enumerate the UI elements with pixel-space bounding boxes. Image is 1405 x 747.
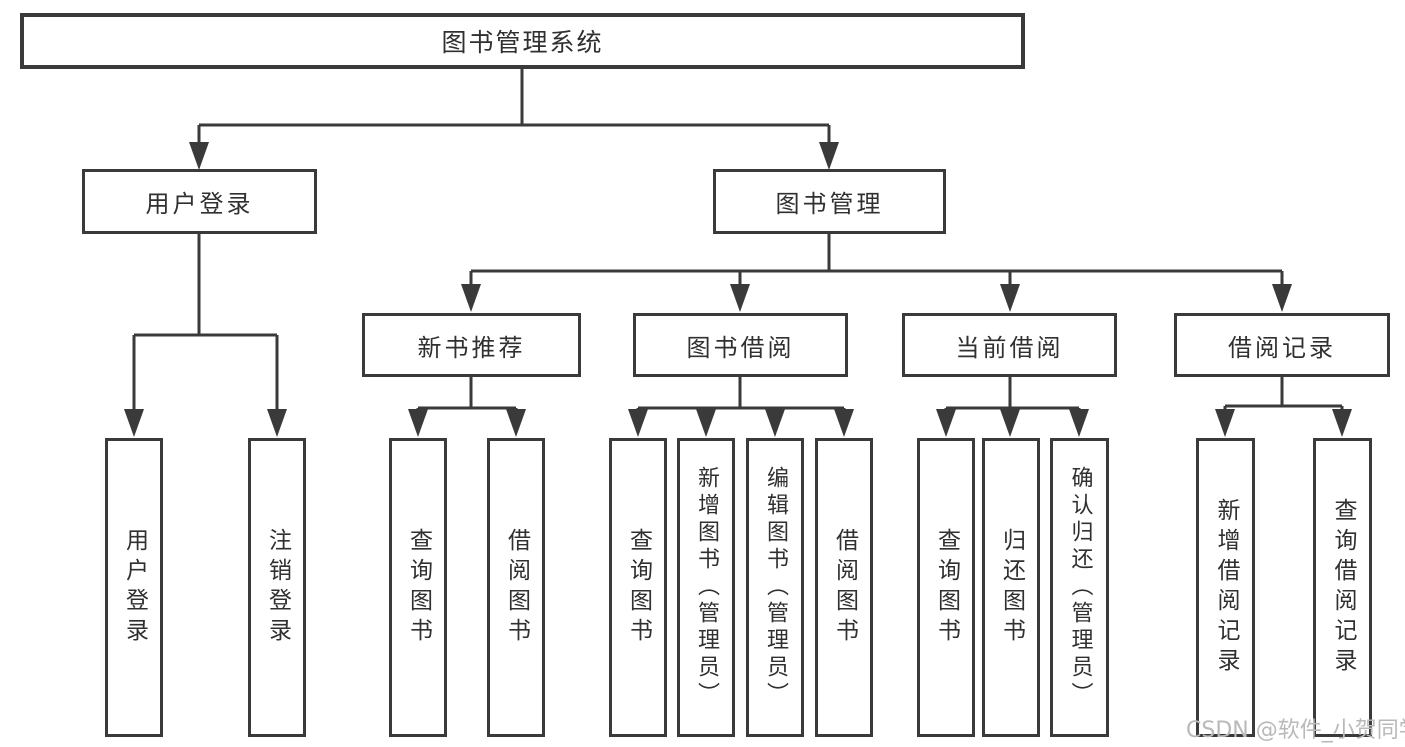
node-label: 编辑图书（管理员）: [763, 466, 788, 709]
node-label: 归还图书: [998, 527, 1025, 648]
node-current-borrow: 当前借阅: [902, 313, 1117, 377]
leaf-borrow-books-recommend: 借阅图书: [487, 438, 545, 737]
node-borrow-records: 借阅记录: [1174, 313, 1390, 377]
node-label: 新增图书（管理员）: [694, 466, 719, 709]
leaf-query-borrow-record: 查询借阅记录: [1313, 438, 1372, 737]
node-label: 借阅记录: [1228, 333, 1336, 362]
leaf-query-books-recommend: 查询图书: [389, 438, 447, 737]
leaf-confirm-return-admin: 确认归还（管理员）: [1050, 438, 1109, 737]
leaf-query-books-borrow: 查询图书: [609, 438, 667, 737]
node-new-book-recommend: 新书推荐: [362, 313, 581, 377]
node-label: 借阅图书: [831, 527, 858, 648]
leaf-query-books-current: 查询图书: [917, 438, 975, 737]
node-user-login: 用户登录: [82, 169, 317, 234]
node-book-borrow: 图书借阅: [633, 313, 848, 377]
node-label: 借阅图书: [503, 527, 530, 648]
leaf-user-login: 用户登录: [105, 438, 163, 737]
node-label: 查询图书: [405, 527, 432, 648]
watermark: CSDN @软件_小贺同学: [1186, 718, 1405, 743]
leaf-add-book-admin: 新增图书（管理员）: [677, 438, 735, 737]
leaf-edit-book-admin: 编辑图书（管理员）: [746, 438, 804, 737]
node-book-management: 图书管理: [713, 169, 946, 234]
leaf-add-borrow-record: 新增借阅记录: [1196, 438, 1255, 737]
node-root-system: 图书管理系统: [20, 13, 1025, 69]
node-label: 用户登录: [145, 190, 254, 218]
node-label: 新增借阅记录: [1213, 497, 1239, 678]
leaf-borrow-books: 借阅图书: [815, 438, 873, 737]
node-label: 确认归还（管理员）: [1067, 466, 1093, 709]
node-label: 新书推荐: [417, 333, 526, 362]
node-label: 查询图书: [933, 527, 960, 648]
node-label: 当前借阅: [955, 333, 1064, 362]
leaf-return-book: 归还图书: [982, 438, 1040, 737]
leaf-logout: 注销登录: [248, 438, 306, 737]
node-label: 查询借阅记录: [1330, 497, 1356, 678]
node-label: 图书管理系统: [441, 28, 604, 57]
node-label: 注销登录: [264, 527, 291, 648]
node-label: 查询图书: [625, 527, 652, 648]
node-label: 图书借阅: [686, 333, 795, 362]
node-label: 图书管理: [775, 190, 884, 218]
node-label: 用户登录: [121, 527, 148, 648]
